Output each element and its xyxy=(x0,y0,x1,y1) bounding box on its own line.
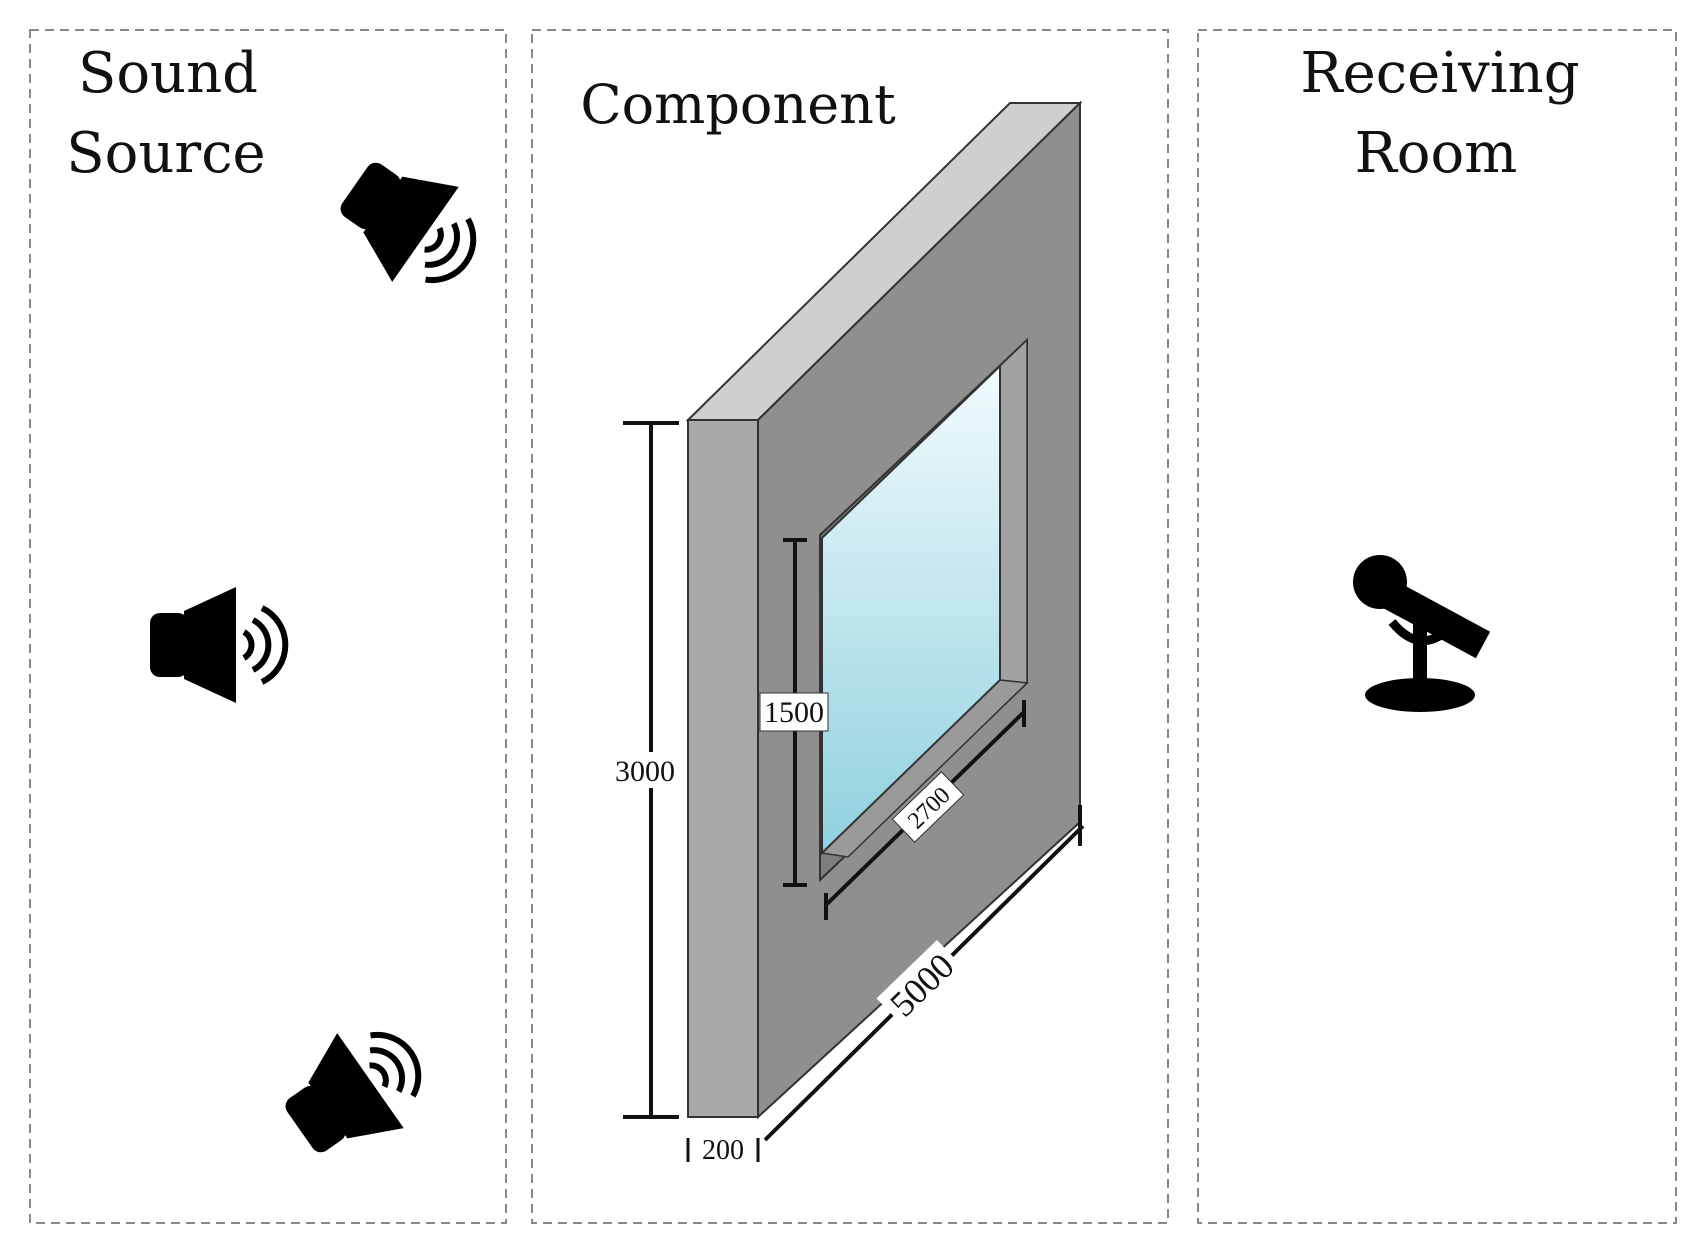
speaker-icon xyxy=(150,587,285,703)
sound-source-title-line2: Source xyxy=(66,121,265,186)
speaker-icon xyxy=(322,137,499,310)
receiving-room-panel-border xyxy=(1197,29,1677,1224)
wall-width-dimension: 5000 xyxy=(763,805,1085,1142)
wall xyxy=(685,100,1083,1120)
sound-source-title-line1: Sound xyxy=(78,41,258,106)
wall-side-face xyxy=(687,419,759,1118)
microphone-icon xyxy=(1353,555,1491,712)
window-height-dimension: 1500 xyxy=(759,538,829,887)
wall-height-label: 3000 xyxy=(615,755,675,788)
wall-thickness-dimension: 200 xyxy=(686,1135,760,1166)
component-title: Component xyxy=(580,73,896,136)
speaker-icon xyxy=(267,1005,444,1178)
window-reveal xyxy=(999,338,1028,684)
wall-height-dimension: 3000 xyxy=(609,421,681,1119)
sound-source-panel-border xyxy=(29,29,507,1224)
receiving-room-title-line1: Receiving xyxy=(1300,41,1579,106)
receiving-room-title-line2: Room xyxy=(1355,121,1518,186)
window-height-label: 1500 xyxy=(764,696,824,729)
receiving-room-panel: Receiving Room xyxy=(1197,29,1677,1224)
component-panel-border xyxy=(531,29,1169,1224)
wall-thickness-label: 200 xyxy=(702,1135,744,1166)
component-panel: Component 3000 1500 xyxy=(531,29,1169,1224)
sound-source-panel: Sound Source xyxy=(29,29,507,1224)
window-glass xyxy=(821,363,1001,856)
